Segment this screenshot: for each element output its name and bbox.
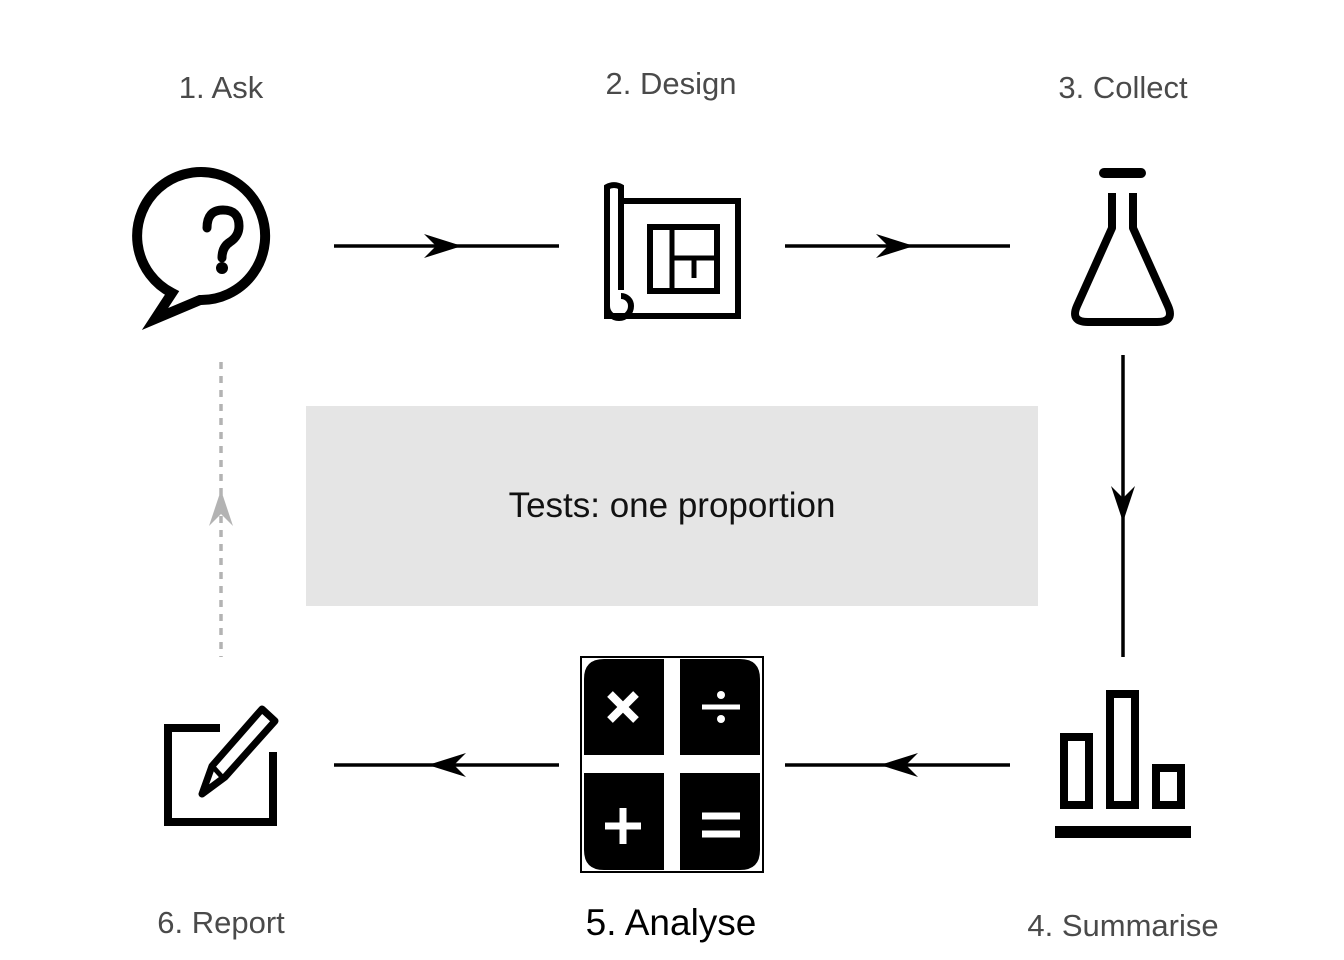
blueprint-icon — [604, 182, 741, 321]
edit-note-icon — [164, 705, 279, 826]
topic-box: Tests: one proportion — [306, 406, 1038, 606]
step-label-ask: 1. Ask — [178, 70, 264, 105]
speech-bubble-question-icon — [132, 167, 271, 330]
arrow-design-to-collect — [785, 234, 1010, 258]
arrow-analyse-to-report — [334, 753, 559, 777]
arrow-ask-to-design — [334, 234, 559, 258]
step-label-design: 2. Design — [605, 66, 737, 101]
arrow-report-to-ask-dashed — [209, 362, 233, 657]
step-label-report: 6. Report — [157, 905, 285, 940]
bar-chart-icon — [1055, 690, 1191, 838]
arrow-summarise-to-analyse — [785, 753, 1010, 777]
flask-icon — [1071, 168, 1174, 326]
step-label-summarise: 4. Summarise — [1027, 908, 1219, 943]
arrow-collect-to-summarise — [1111, 355, 1135, 657]
step-label-collect: 3. Collect — [1058, 70, 1188, 105]
step-label-analyse: 5. Analyse — [585, 902, 757, 943]
calculator-icon — [580, 656, 764, 873]
topic-title: Tests: one proportion — [508, 486, 836, 525]
